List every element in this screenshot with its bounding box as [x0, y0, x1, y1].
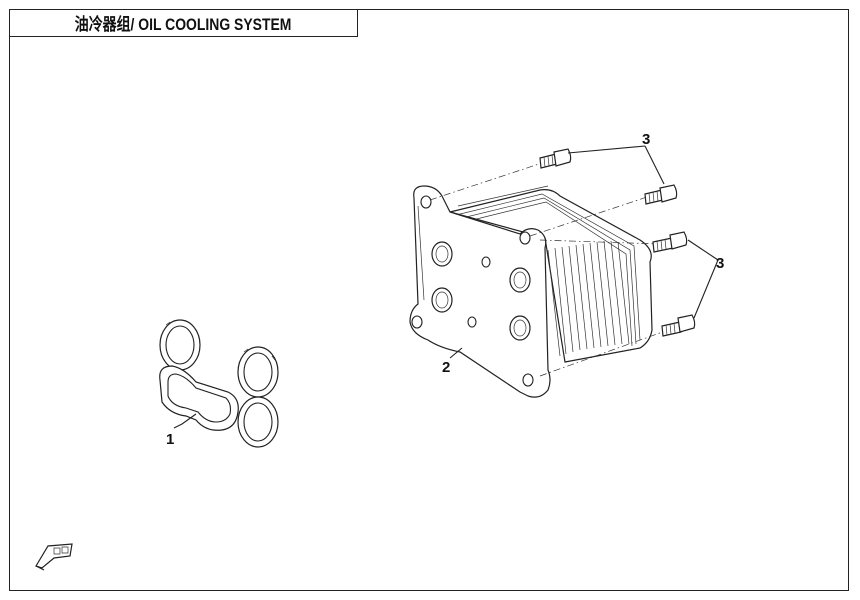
cooler-fins	[451, 185, 641, 357]
cooler-ports	[431, 241, 531, 341]
callout-2: 2	[442, 359, 450, 376]
oil-cooler	[409, 185, 653, 398]
bolt-1	[539, 148, 572, 169]
bolt-3	[652, 231, 688, 253]
mounting-bolts	[429, 145, 719, 377]
bolt-2	[644, 184, 678, 205]
cooler-mounting-plate	[409, 185, 551, 398]
callout-1: 1	[166, 431, 174, 448]
page-title: 油冷器组/ OIL COOLING SYSTEM	[74, 15, 292, 34]
view-direction-arrow-icon	[35, 543, 73, 571]
drawing-frame	[9, 9, 849, 591]
gasket-set	[159, 319, 279, 448]
bolt-4	[661, 314, 696, 337]
callout-3-right: 3	[716, 255, 724, 272]
callout-3-top: 3	[642, 131, 650, 148]
title-box: 油冷器组/ OIL COOLING SYSTEM	[9, 9, 358, 37]
callout-labels: 1 2 3 3	[166, 131, 724, 448]
